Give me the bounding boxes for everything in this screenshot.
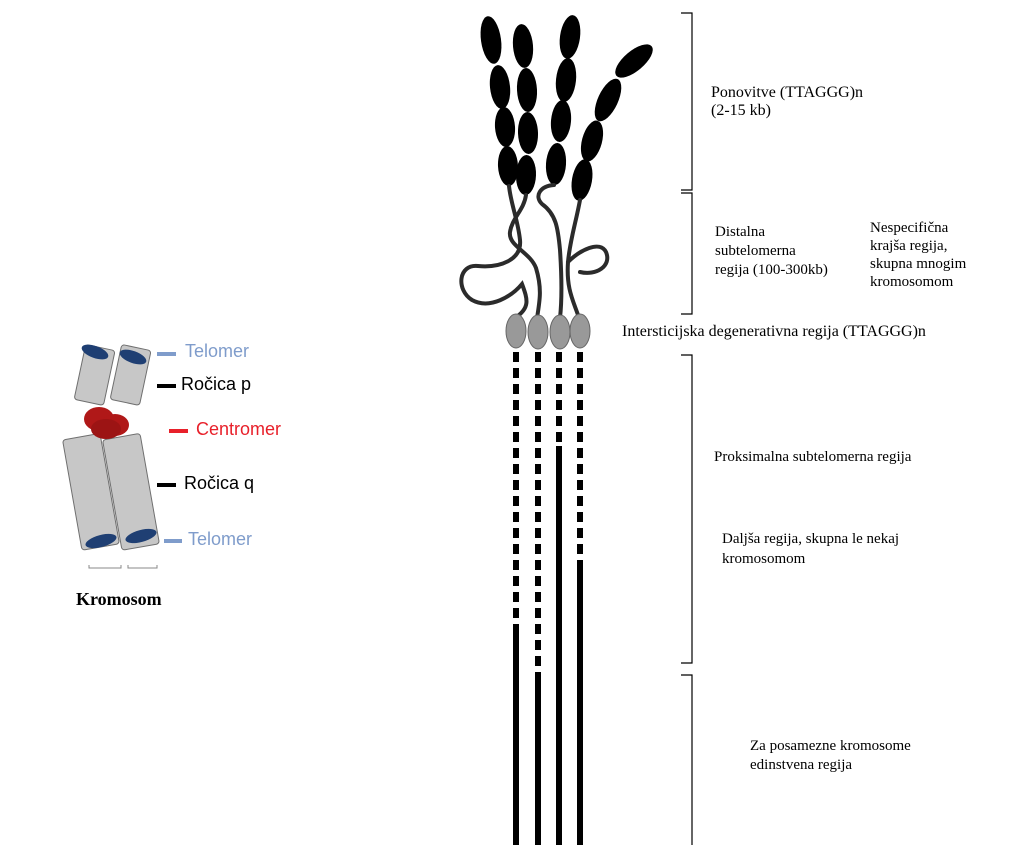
telomer-top-label: Telomer bbox=[185, 341, 249, 362]
label-repeats: Ponovitve (TTAGGG)n (2-15 kb) bbox=[711, 84, 863, 120]
centromer-label: Centromer bbox=[196, 419, 281, 440]
arm-q-label: Ročica q bbox=[184, 473, 254, 494]
bracket-proximal bbox=[681, 355, 692, 663]
label-interstitial: Intersticijska degenerativna regija (TTA… bbox=[622, 323, 926, 341]
distal-strands bbox=[461, 185, 607, 318]
telomere-strand-icon bbox=[461, 14, 658, 845]
label-distal: Distalna subtelomerna regija (100-300kb) bbox=[715, 223, 828, 280]
label-unique: Za posamezne kromosome edinstvena regija bbox=[750, 737, 911, 775]
label-proximal: Proksimalna subtelomerna regija bbox=[714, 449, 911, 466]
chromosome-caption: Kromosom bbox=[76, 589, 162, 610]
bracket-distal bbox=[681, 193, 692, 314]
arm-p-label: Ročica p bbox=[181, 374, 251, 395]
proximal-lines bbox=[516, 352, 580, 845]
bracket-repeats bbox=[681, 13, 692, 190]
bracket-icon bbox=[681, 13, 692, 845]
label-nonspecific: Nespecifična krajša regija, skupna mnogi… bbox=[870, 219, 966, 291]
repeat-beads bbox=[478, 14, 658, 203]
chromosome-icon bbox=[63, 342, 188, 568]
bracket-unique bbox=[681, 675, 692, 845]
interstitial-beads bbox=[506, 314, 590, 349]
centromere-shape bbox=[84, 407, 129, 439]
label-longer: Daljša regija, skupna le nekaj kromosomo… bbox=[722, 529, 899, 569]
telomer-bottom-label: Telomer bbox=[188, 529, 252, 550]
